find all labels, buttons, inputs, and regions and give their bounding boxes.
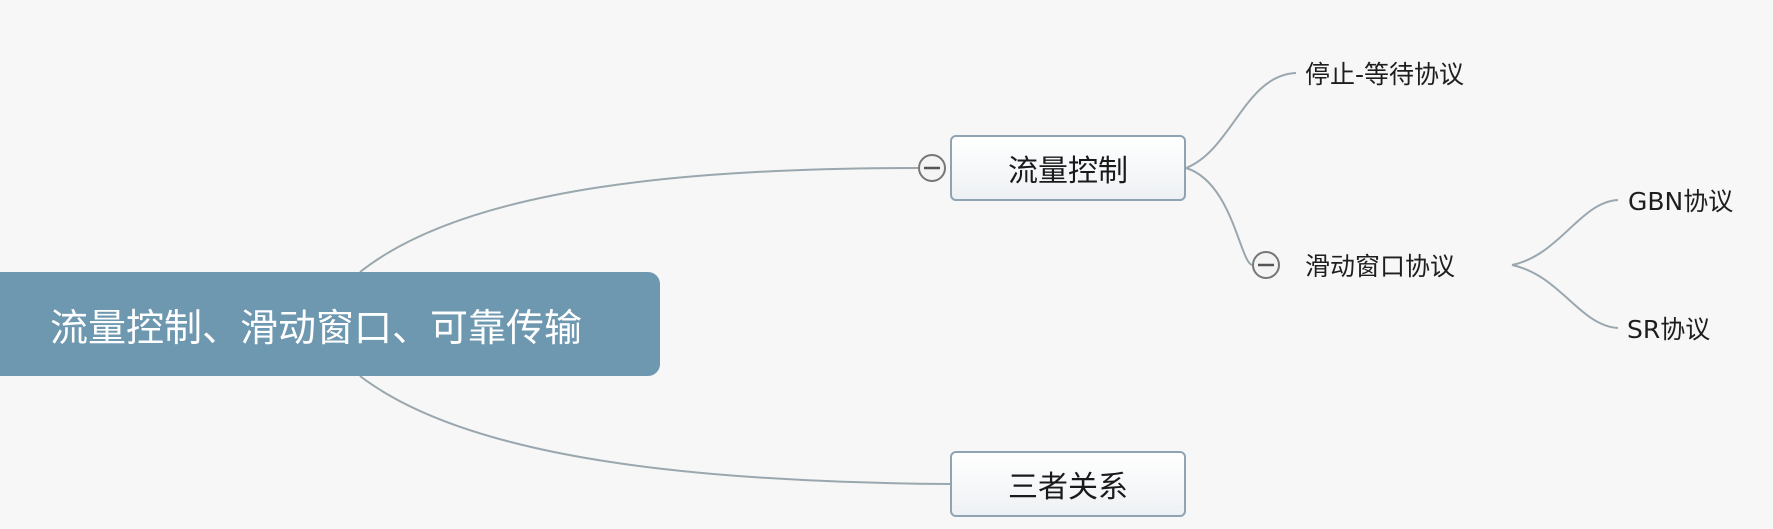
topic-label: 三者关系 bbox=[1008, 470, 1128, 505]
subtopic-sr[interactable]: SR协议 bbox=[1627, 308, 1710, 348]
connector-flow-sliding bbox=[1185, 167, 1253, 266]
subtopic-sliding-window[interactable]: 滑动窗口协议 bbox=[1305, 245, 1455, 285]
connector-sliding-sr bbox=[1511, 264, 1619, 329]
topic-flow-control[interactable]: 流量控制 bbox=[950, 135, 1186, 201]
topic-label: 流量控制 bbox=[1008, 154, 1128, 189]
connector-root-flow-control bbox=[359, 167, 919, 273]
subtopic-gbn[interactable]: GBN协议 bbox=[1628, 180, 1733, 220]
connector-root-relationship bbox=[359, 375, 951, 485]
connector-flow-stopwait bbox=[1185, 72, 1297, 169]
subtopic-label: 停止-等待协议 bbox=[1305, 60, 1465, 89]
root-topic-label: 流量控制、滑动窗口、可靠传输 bbox=[50, 305, 583, 350]
subtopic-label: GBN协议 bbox=[1628, 187, 1734, 216]
root-topic[interactable]: 流量控制、滑动窗口、可靠传输 bbox=[0, 272, 660, 376]
collapse-icon[interactable] bbox=[1252, 251, 1280, 279]
subtopic-stop-and-wait[interactable]: 停止-等待协议 bbox=[1305, 53, 1464, 93]
connector-sliding-gbn bbox=[1511, 199, 1619, 266]
subtopic-label: 滑动窗口协议 bbox=[1305, 252, 1456, 281]
subtopic-label: SR协议 bbox=[1627, 315, 1711, 344]
collapse-icon[interactable] bbox=[918, 154, 946, 182]
topic-relationship[interactable]: 三者关系 bbox=[950, 451, 1186, 517]
